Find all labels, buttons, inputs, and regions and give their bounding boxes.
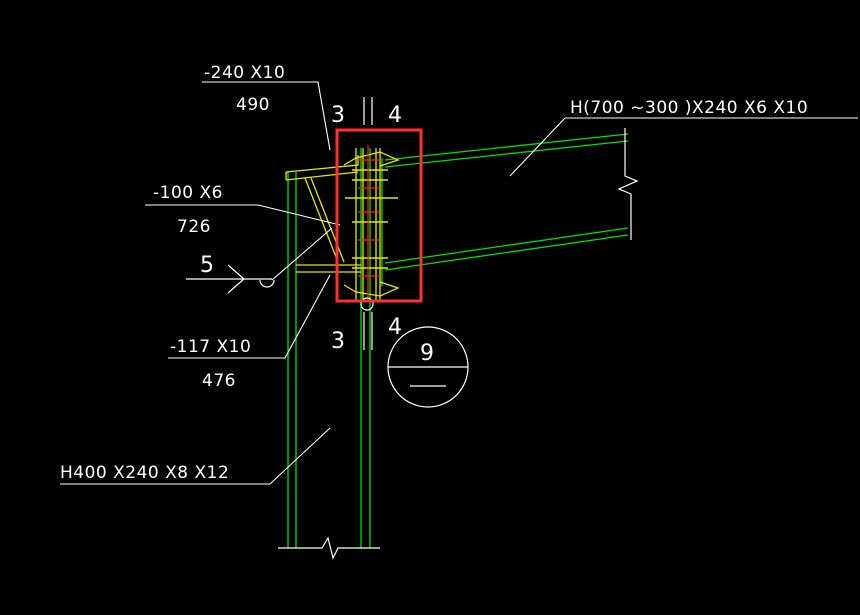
plate-low-size-label: -117 X10 (170, 337, 251, 357)
leader-lines (60, 81, 858, 485)
detail-marker-small (360, 297, 374, 311)
connection-plates (285, 148, 400, 300)
detail-callout-bubble (387, 326, 469, 408)
column-break-line (278, 536, 380, 560)
column (287, 148, 371, 548)
weld-number-label: 5 (200, 253, 215, 278)
section-upper-left-label: 3 (331, 103, 346, 128)
plate-mid-size-label: -100 X6 (153, 183, 223, 203)
beam-section-label: H(700 ~300 )X240 X6 X10 (570, 98, 808, 118)
plate-top-size-label: -240 X10 (204, 63, 285, 83)
column-section-label: H400 X240 X8 X12 (60, 463, 229, 483)
section-cut-lines (363, 97, 373, 350)
plate-mid-length-label: 726 (177, 217, 211, 237)
rafter-beam (381, 133, 629, 286)
plate-top-length-label: 490 (236, 95, 270, 115)
section-lower-left-label: 3 (331, 329, 346, 354)
bolt-marks (345, 169, 398, 269)
section-upper-right-label: 4 (388, 103, 403, 128)
highlight-box[interactable] (335, 128, 423, 303)
weld-symbol (186, 264, 275, 294)
bolt-centerlines (358, 145, 380, 302)
beam-break-line (617, 128, 639, 240)
section-lower-right-label: 4 (388, 315, 403, 340)
detail-number-label: 9 (420, 341, 435, 366)
plate-low-length-label: 476 (202, 371, 236, 391)
